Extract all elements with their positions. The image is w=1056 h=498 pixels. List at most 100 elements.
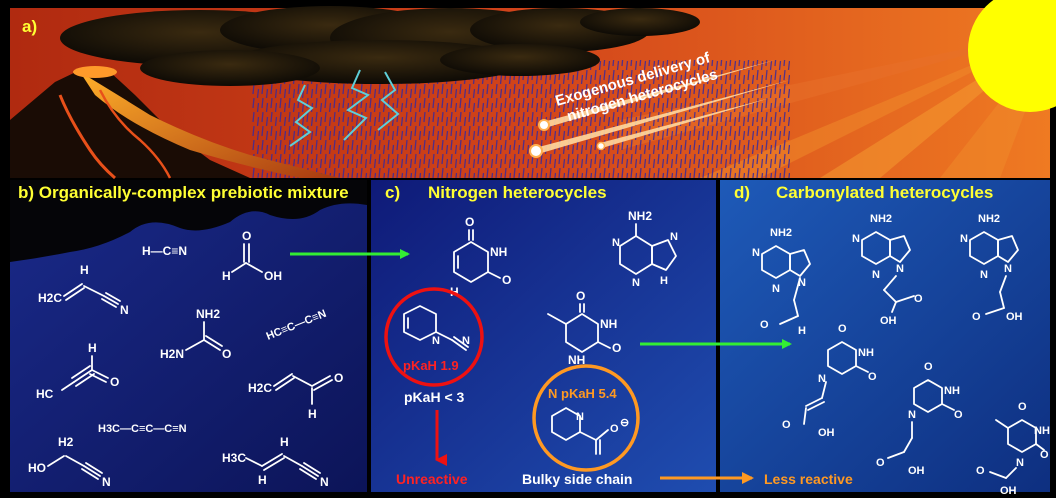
svg-text:O: O <box>954 409 963 421</box>
svg-text:NH: NH <box>600 317 617 331</box>
svg-text:N: N <box>320 475 329 489</box>
picolinate: N pKaH 5.4 N O ⊖ <box>532 364 640 472</box>
uracil-propanoic-acid: O NH N O O OH <box>876 361 963 477</box>
svg-text:H: H <box>258 473 267 487</box>
svg-text:N: N <box>908 409 916 421</box>
bulky-side-chain-label: Bulky side chain <box>522 471 632 487</box>
formic-acid: O H OH <box>222 229 282 283</box>
svg-text:O: O <box>838 323 847 335</box>
hcn: H—C≡N <box>142 244 187 258</box>
svg-text:O: O <box>110 375 119 389</box>
thymine: O NH NH O <box>547 289 621 367</box>
svg-text:N: N <box>462 335 470 347</box>
svg-text:N: N <box>772 283 780 295</box>
panel-d-label: d) <box>734 183 750 202</box>
adenine-propanoic-acid: NH2 N N N O OH <box>960 213 1023 323</box>
svg-text:O: O <box>1018 401 1027 413</box>
svg-text:O: O <box>782 419 791 431</box>
svg-text:N: N <box>872 269 880 281</box>
volcano <box>10 66 340 180</box>
svg-text:N: N <box>852 233 860 245</box>
svg-text:O: O <box>576 289 585 303</box>
panel-c: c) Nitrogen heterocycles O NH H O NH2 N … <box>371 180 716 492</box>
svg-text:N: N <box>980 269 988 281</box>
svg-text:O: O <box>972 311 981 323</box>
svg-text:N: N <box>612 237 620 249</box>
svg-text:H2N: H2N <box>160 347 184 361</box>
svg-text:O: O <box>876 457 885 469</box>
svg-text:H: H <box>222 269 231 283</box>
acrylonitrile: H2C H N <box>38 263 129 317</box>
svg-text:O: O <box>868 371 877 383</box>
svg-text:N: N <box>670 231 678 243</box>
svg-text:NH2: NH2 <box>870 213 892 225</box>
svg-text:H2C: H2C <box>248 381 272 395</box>
svg-text:NH: NH <box>858 347 874 359</box>
svg-text:N: N <box>576 411 584 423</box>
svg-text:H: H <box>80 263 89 277</box>
panel-b: b) Organically-complex prebiotic mixture… <box>10 180 367 492</box>
storm-clouds <box>60 6 700 86</box>
svg-text:N: N <box>120 303 129 317</box>
svg-text:N: N <box>102 475 111 489</box>
svg-text:N: N <box>1004 263 1012 275</box>
svg-text:N: N <box>632 277 640 289</box>
urea: NH2 H2N O <box>160 307 231 361</box>
svg-text:O: O <box>612 341 621 355</box>
panel-b-title: b) Organically-complex prebiotic mixture <box>18 183 349 202</box>
panel-c-title: Nitrogen heterocycles <box>428 183 607 202</box>
svg-text:O: O <box>242 229 251 243</box>
svg-text:H2C: H2C <box>38 291 62 305</box>
svg-text:OH: OH <box>1000 485 1017 497</box>
svg-text:⊖: ⊖ <box>620 417 629 429</box>
panel-d: d) Carbonylated heterocycles NH2 N N N O… <box>720 180 1050 497</box>
svg-text:O: O <box>610 423 619 435</box>
svg-text:N: N <box>752 247 760 259</box>
svg-text:O: O <box>502 273 511 287</box>
svg-text:H3C: H3C <box>222 451 246 465</box>
svg-text:N: N <box>798 277 806 289</box>
adenine-propanal: NH2 N N N O H <box>752 227 811 337</box>
svg-text:NH2: NH2 <box>770 227 792 239</box>
sun <box>968 0 1056 112</box>
svg-text:OH: OH <box>880 315 897 327</box>
svg-text:O: O <box>334 371 343 385</box>
thymine-acetic-acid: O NH N O O OH <box>976 401 1050 497</box>
svg-text:O: O <box>924 361 933 373</box>
glycolonitrile: HO H2 N <box>28 435 111 489</box>
svg-text:HC: HC <box>36 387 54 401</box>
pka-red-label: pKaH 1.9 <box>403 358 459 373</box>
svg-text:NH: NH <box>944 385 960 397</box>
uracil-acrylic-acid: O NH N O O OH <box>782 323 877 439</box>
crotononitrile: H3C H H N <box>222 435 329 489</box>
panel-c-label: c) <box>385 183 400 202</box>
cyanopyridine: N N pKaH 1.9 <box>384 287 484 387</box>
pka-rule: pKaH < 3 <box>404 389 465 405</box>
svg-text:NH2: NH2 <box>196 307 220 321</box>
svg-text:OH: OH <box>818 427 835 439</box>
svg-text:NH2: NH2 <box>628 209 652 223</box>
svg-text:OH: OH <box>264 269 282 283</box>
svg-text:N: N <box>1016 457 1024 469</box>
svg-text:O: O <box>914 293 923 305</box>
svg-text:H: H <box>798 325 806 337</box>
svg-text:O: O <box>465 215 474 229</box>
svg-text:O: O <box>1040 449 1049 461</box>
adenine-acetic-acid: NH2 N N N O OH <box>852 213 923 327</box>
panel-a-scene: a) Exogenous delivery of nitrogen hetero… <box>10 0 1056 180</box>
methyl-cyanoacetylene: H3C—C≡C—C≡N <box>98 423 187 435</box>
svg-text:NH: NH <box>1034 425 1050 437</box>
svg-text:O: O <box>222 347 231 361</box>
svg-text:N: N <box>432 335 440 347</box>
svg-text:O: O <box>976 465 985 477</box>
svg-text:OH: OH <box>908 465 925 477</box>
meteors <box>529 60 790 158</box>
svg-text:N: N <box>960 233 968 245</box>
panel-a-label: a) <box>22 17 37 36</box>
less-reactive-label: Less reactive <box>764 471 853 487</box>
svg-text:H2: H2 <box>58 435 74 449</box>
svg-text:N: N <box>818 373 826 385</box>
pka-orange-label: N pKaH 5.4 <box>548 386 617 401</box>
svg-text:N: N <box>896 263 904 275</box>
